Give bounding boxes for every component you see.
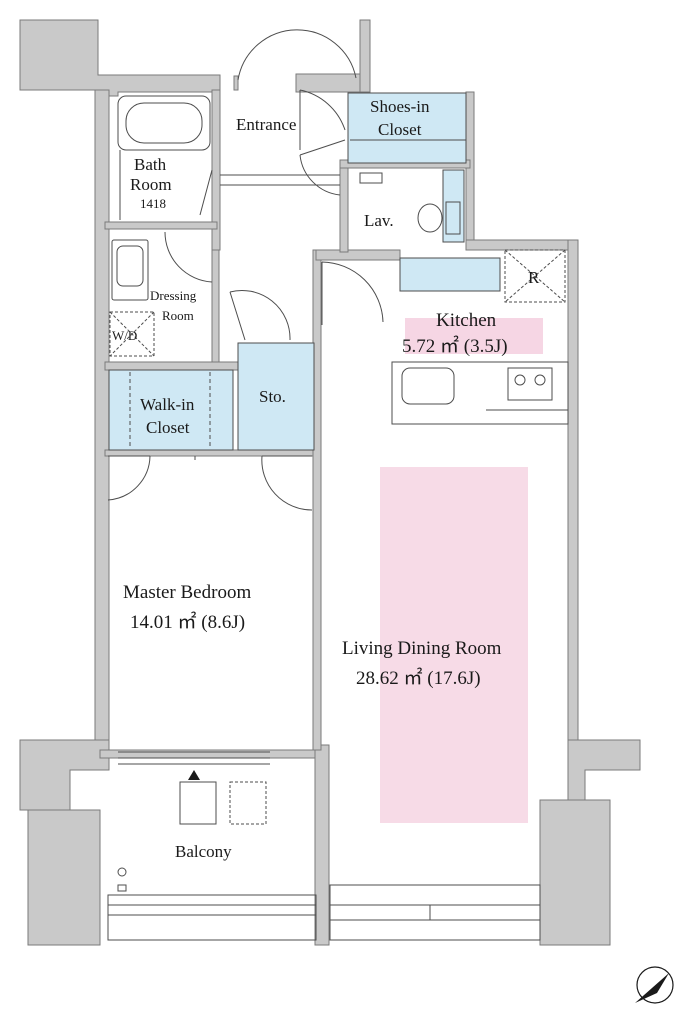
wall-kitchen-left-top bbox=[315, 249, 401, 261]
wall-bedroom-right bbox=[312, 249, 322, 751]
entrance-label: Entrance bbox=[236, 115, 296, 134]
washer-label: W/D bbox=[112, 328, 137, 343]
living-highlight bbox=[380, 467, 528, 823]
wall-right bbox=[567, 239, 579, 751]
refrigerator-label: R bbox=[528, 268, 540, 287]
washer-icon bbox=[109, 311, 155, 357]
shoes-closet-area bbox=[347, 92, 467, 164]
storage-door-swing bbox=[229, 289, 291, 341]
bedroom-name: Master Bedroom bbox=[123, 582, 251, 603]
living-area: 28.62 ㎡ (17.6J) bbox=[356, 666, 481, 689]
stove-icon bbox=[507, 367, 553, 401]
storage-label: Sto. bbox=[259, 387, 286, 406]
bath-door bbox=[119, 150, 213, 220]
north-arrow-icon bbox=[635, 966, 674, 1004]
dressing-name-1: Dressing bbox=[150, 288, 197, 303]
bedroom-door-swing-2 bbox=[261, 455, 313, 511]
kitchen-name: Kitchen bbox=[436, 310, 497, 331]
lav-door bbox=[299, 139, 346, 196]
kitchen-counter bbox=[391, 361, 569, 425]
dressing-door-swing bbox=[164, 231, 213, 283]
sink-icon bbox=[359, 172, 383, 184]
wall-top-left bbox=[19, 19, 221, 97]
wall-bath-bottom bbox=[104, 221, 218, 230]
wall-door-jamb bbox=[233, 75, 239, 91]
walkin-name-1: Walk-in bbox=[140, 395, 195, 414]
kitchen-cabinet bbox=[399, 257, 501, 292]
exit-marker-icon bbox=[188, 770, 200, 780]
bathtub-icon bbox=[117, 95, 211, 151]
toilet-icon bbox=[417, 201, 461, 235]
drain-icon bbox=[117, 867, 127, 877]
wall-left bbox=[94, 89, 110, 741]
fixtures bbox=[107, 29, 569, 941]
wall-kitchen-top bbox=[465, 239, 579, 251]
wall-bedroom-top bbox=[104, 449, 318, 457]
balcony-label: Balcony bbox=[175, 842, 232, 861]
wall-bottom-left-pillar bbox=[27, 809, 101, 946]
ac-unit-optional bbox=[229, 781, 267, 825]
wall-lav-left bbox=[339, 159, 349, 253]
shoes-closet-name-1: Shoes-in bbox=[370, 97, 430, 116]
sink-icon bbox=[111, 239, 149, 301]
wall-dressing-right bbox=[211, 249, 220, 366]
wall-center-column bbox=[314, 744, 330, 946]
ac-unit bbox=[179, 781, 217, 825]
wall-bedroom-bottom bbox=[99, 749, 326, 759]
sink-icon bbox=[401, 367, 455, 405]
bath-name-1: Bath bbox=[134, 155, 167, 174]
bath-size: 1418 bbox=[140, 196, 166, 211]
wall-left-jog bbox=[19, 739, 110, 811]
entrance-inner-door bbox=[299, 89, 346, 150]
kitchen-door-swing bbox=[321, 261, 384, 325]
wall-bottom-right-pillar bbox=[539, 799, 611, 946]
kitchen-highlight bbox=[405, 318, 543, 354]
kitchen-area: 5.72 ㎡ (3.5J) bbox=[402, 334, 508, 357]
bath-name-2: Room bbox=[130, 175, 172, 194]
lav-label: Lav. bbox=[364, 211, 394, 230]
walls bbox=[19, 19, 641, 946]
dressing-name-2: Room bbox=[162, 308, 194, 323]
bedroom-door-swing bbox=[107, 455, 151, 501]
lav-cabinet bbox=[442, 169, 465, 243]
storage-area bbox=[237, 342, 315, 451]
outlet-icon bbox=[117, 884, 127, 892]
walkin-name-2: Closet bbox=[146, 418, 190, 437]
balcony-rail bbox=[107, 894, 317, 941]
living-name: Living Dining Room bbox=[342, 638, 502, 659]
refrigerator-icon bbox=[504, 249, 566, 303]
entrance-door-swing bbox=[237, 29, 357, 81]
wall-top-mid bbox=[295, 73, 369, 93]
shoes-closet-name-2: Closet bbox=[378, 120, 422, 139]
wall-top-notch bbox=[359, 19, 371, 93]
living-window-frame bbox=[329, 884, 541, 941]
bedroom-area: 14.01 ㎡ (8.6J) bbox=[130, 610, 245, 633]
